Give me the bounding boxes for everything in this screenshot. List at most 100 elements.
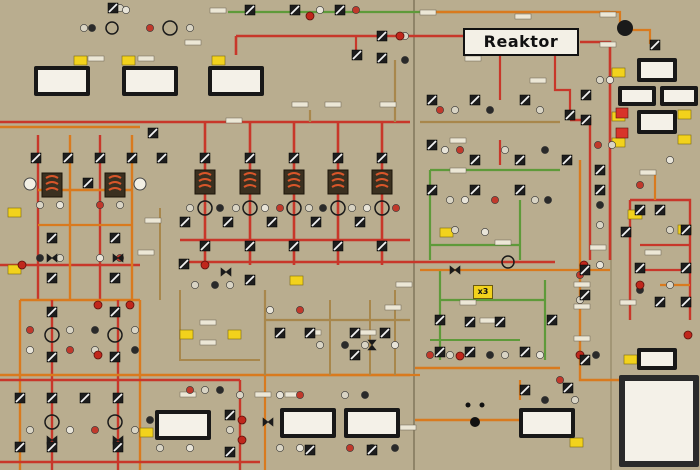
rotary-switch-58[interactable] (469, 94, 481, 106)
rotary-switch-5[interactable] (649, 39, 661, 51)
rotary-switch-57[interactable] (426, 94, 438, 106)
rotary-switch-67[interactable] (514, 184, 526, 196)
rotary-switch-40[interactable] (46, 392, 58, 404)
rotary-switch-75[interactable] (579, 264, 591, 276)
rotary-switch-29[interactable] (332, 240, 344, 252)
rotary-switch-12[interactable] (94, 152, 106, 164)
rotary-switch-52[interactable] (349, 327, 361, 339)
rotary-switch-66[interactable] (469, 184, 481, 196)
rotary-switch-91[interactable] (580, 89, 592, 101)
rotary-switch-26[interactable] (199, 240, 211, 252)
rotary-switch-33[interactable] (46, 272, 58, 284)
rotary-switch-74[interactable] (546, 314, 558, 326)
rotary-switch-24[interactable] (310, 216, 322, 228)
rotary-switch-79[interactable] (519, 384, 531, 396)
rotary-switch-53[interactable] (379, 327, 391, 339)
rotary-switch-8[interactable] (351, 49, 363, 61)
rotary-switch-83[interactable] (620, 226, 632, 238)
rotary-switch-15[interactable] (199, 152, 211, 164)
rotary-switch-28[interactable] (288, 240, 300, 252)
rotary-switch-70[interactable] (494, 316, 506, 328)
rotary-switch-42[interactable] (112, 392, 124, 404)
rotary-switch-77[interactable] (579, 354, 591, 366)
rotary-switch-63[interactable] (514, 154, 526, 166)
rotary-switch-80[interactable] (634, 204, 646, 216)
rotary-switch-60[interactable] (564, 109, 576, 121)
rotary-switch-1[interactable] (107, 2, 119, 14)
rotary-switch-62[interactable] (469, 154, 481, 166)
rotary-switch-31[interactable] (46, 232, 58, 244)
rotary-switch-87[interactable] (680, 296, 692, 308)
rotary-switch-65[interactable] (426, 184, 438, 196)
rotary-switch-16[interactable] (244, 152, 256, 164)
rotary-switch-59[interactable] (519, 94, 531, 106)
rotary-switch-71[interactable] (519, 346, 531, 358)
rotary-switch-51[interactable] (244, 274, 256, 286)
rotary-switch-69[interactable] (464, 316, 476, 328)
switch-indicator (148, 128, 158, 138)
rotary-switch-64[interactable] (561, 154, 573, 166)
rotary-switch-50[interactable] (178, 258, 190, 270)
rotary-switch-30[interactable] (376, 240, 388, 252)
rotary-switch-81[interactable] (654, 204, 666, 216)
rotary-switch-37[interactable] (46, 351, 58, 363)
rotary-switch-47[interactable] (304, 444, 316, 456)
rotary-switch-11[interactable] (62, 152, 74, 164)
heater-coil (331, 178, 345, 182)
rotary-switch-44[interactable] (46, 441, 58, 453)
rotary-switch-35[interactable] (46, 306, 58, 318)
rotary-switch-88[interactable] (594, 164, 606, 176)
rotary-switch-61[interactable] (426, 139, 438, 151)
indicator-lamp-33 (296, 306, 304, 314)
indicator-lamp-27 (363, 204, 371, 212)
rotary-switch-20[interactable] (156, 152, 168, 164)
pump-circle-2 (242, 200, 258, 216)
rotary-switch-68[interactable] (434, 314, 446, 326)
rotary-switch-22[interactable] (222, 216, 234, 228)
rotary-switch-49[interactable] (224, 409, 236, 421)
rotary-switch-14[interactable] (82, 177, 94, 189)
rotary-switch-4[interactable] (334, 4, 346, 16)
rotary-switch-23[interactable] (266, 216, 278, 228)
rotary-switch-73[interactable] (434, 346, 446, 358)
rotary-switch-21[interactable] (179, 216, 191, 228)
rotary-switch-56[interactable] (274, 327, 286, 339)
rotary-switch-90[interactable] (580, 114, 592, 126)
rotary-switch-85[interactable] (680, 262, 692, 274)
rotary-switch-6[interactable] (376, 30, 388, 42)
rotary-switch-34[interactable] (109, 272, 121, 284)
rotary-switch-18[interactable] (332, 152, 344, 164)
rotary-switch-3[interactable] (289, 4, 301, 16)
rotary-switch-86[interactable] (654, 296, 666, 308)
rotary-switch-27[interactable] (244, 240, 256, 252)
rotary-switch-41[interactable] (79, 392, 91, 404)
rotary-switch-55[interactable] (304, 327, 316, 339)
rotary-switch-48[interactable] (366, 444, 378, 456)
rotary-switch-32[interactable] (109, 232, 121, 244)
rotary-switch-19[interactable] (376, 152, 388, 164)
rotary-switch-17[interactable] (288, 152, 300, 164)
rotary-switch-10[interactable] (30, 152, 42, 164)
rotary-switch-84[interactable] (634, 262, 646, 274)
rotary-switch-9[interactable] (147, 127, 159, 139)
rotary-switches[interactable] (14, 2, 692, 458)
rotary-switch-43[interactable] (14, 441, 26, 453)
rotary-switch-13[interactable] (126, 152, 138, 164)
rotary-switch-25[interactable] (354, 216, 366, 228)
indicator-lamp-85 (486, 351, 494, 359)
rotary-switch-78[interactable] (562, 382, 574, 394)
rotary-switch-72[interactable] (464, 346, 476, 358)
rotary-switch-7[interactable] (376, 52, 388, 64)
rotary-switch-82[interactable] (680, 224, 692, 236)
rotary-switch-2[interactable] (244, 4, 256, 16)
indicator-lamp-72 (441, 146, 449, 154)
rotary-switch-38[interactable] (109, 351, 121, 363)
rotary-switch-46[interactable] (224, 446, 236, 458)
rotary-switch-39[interactable] (14, 392, 26, 404)
rotary-switch-36[interactable] (109, 306, 121, 318)
rotary-switch-76[interactable] (579, 289, 591, 301)
rotary-switch-54[interactable] (349, 349, 361, 361)
switch-indicator (470, 95, 480, 105)
rotary-switch-89[interactable] (594, 184, 606, 196)
rotary-switch-45[interactable] (112, 441, 124, 453)
